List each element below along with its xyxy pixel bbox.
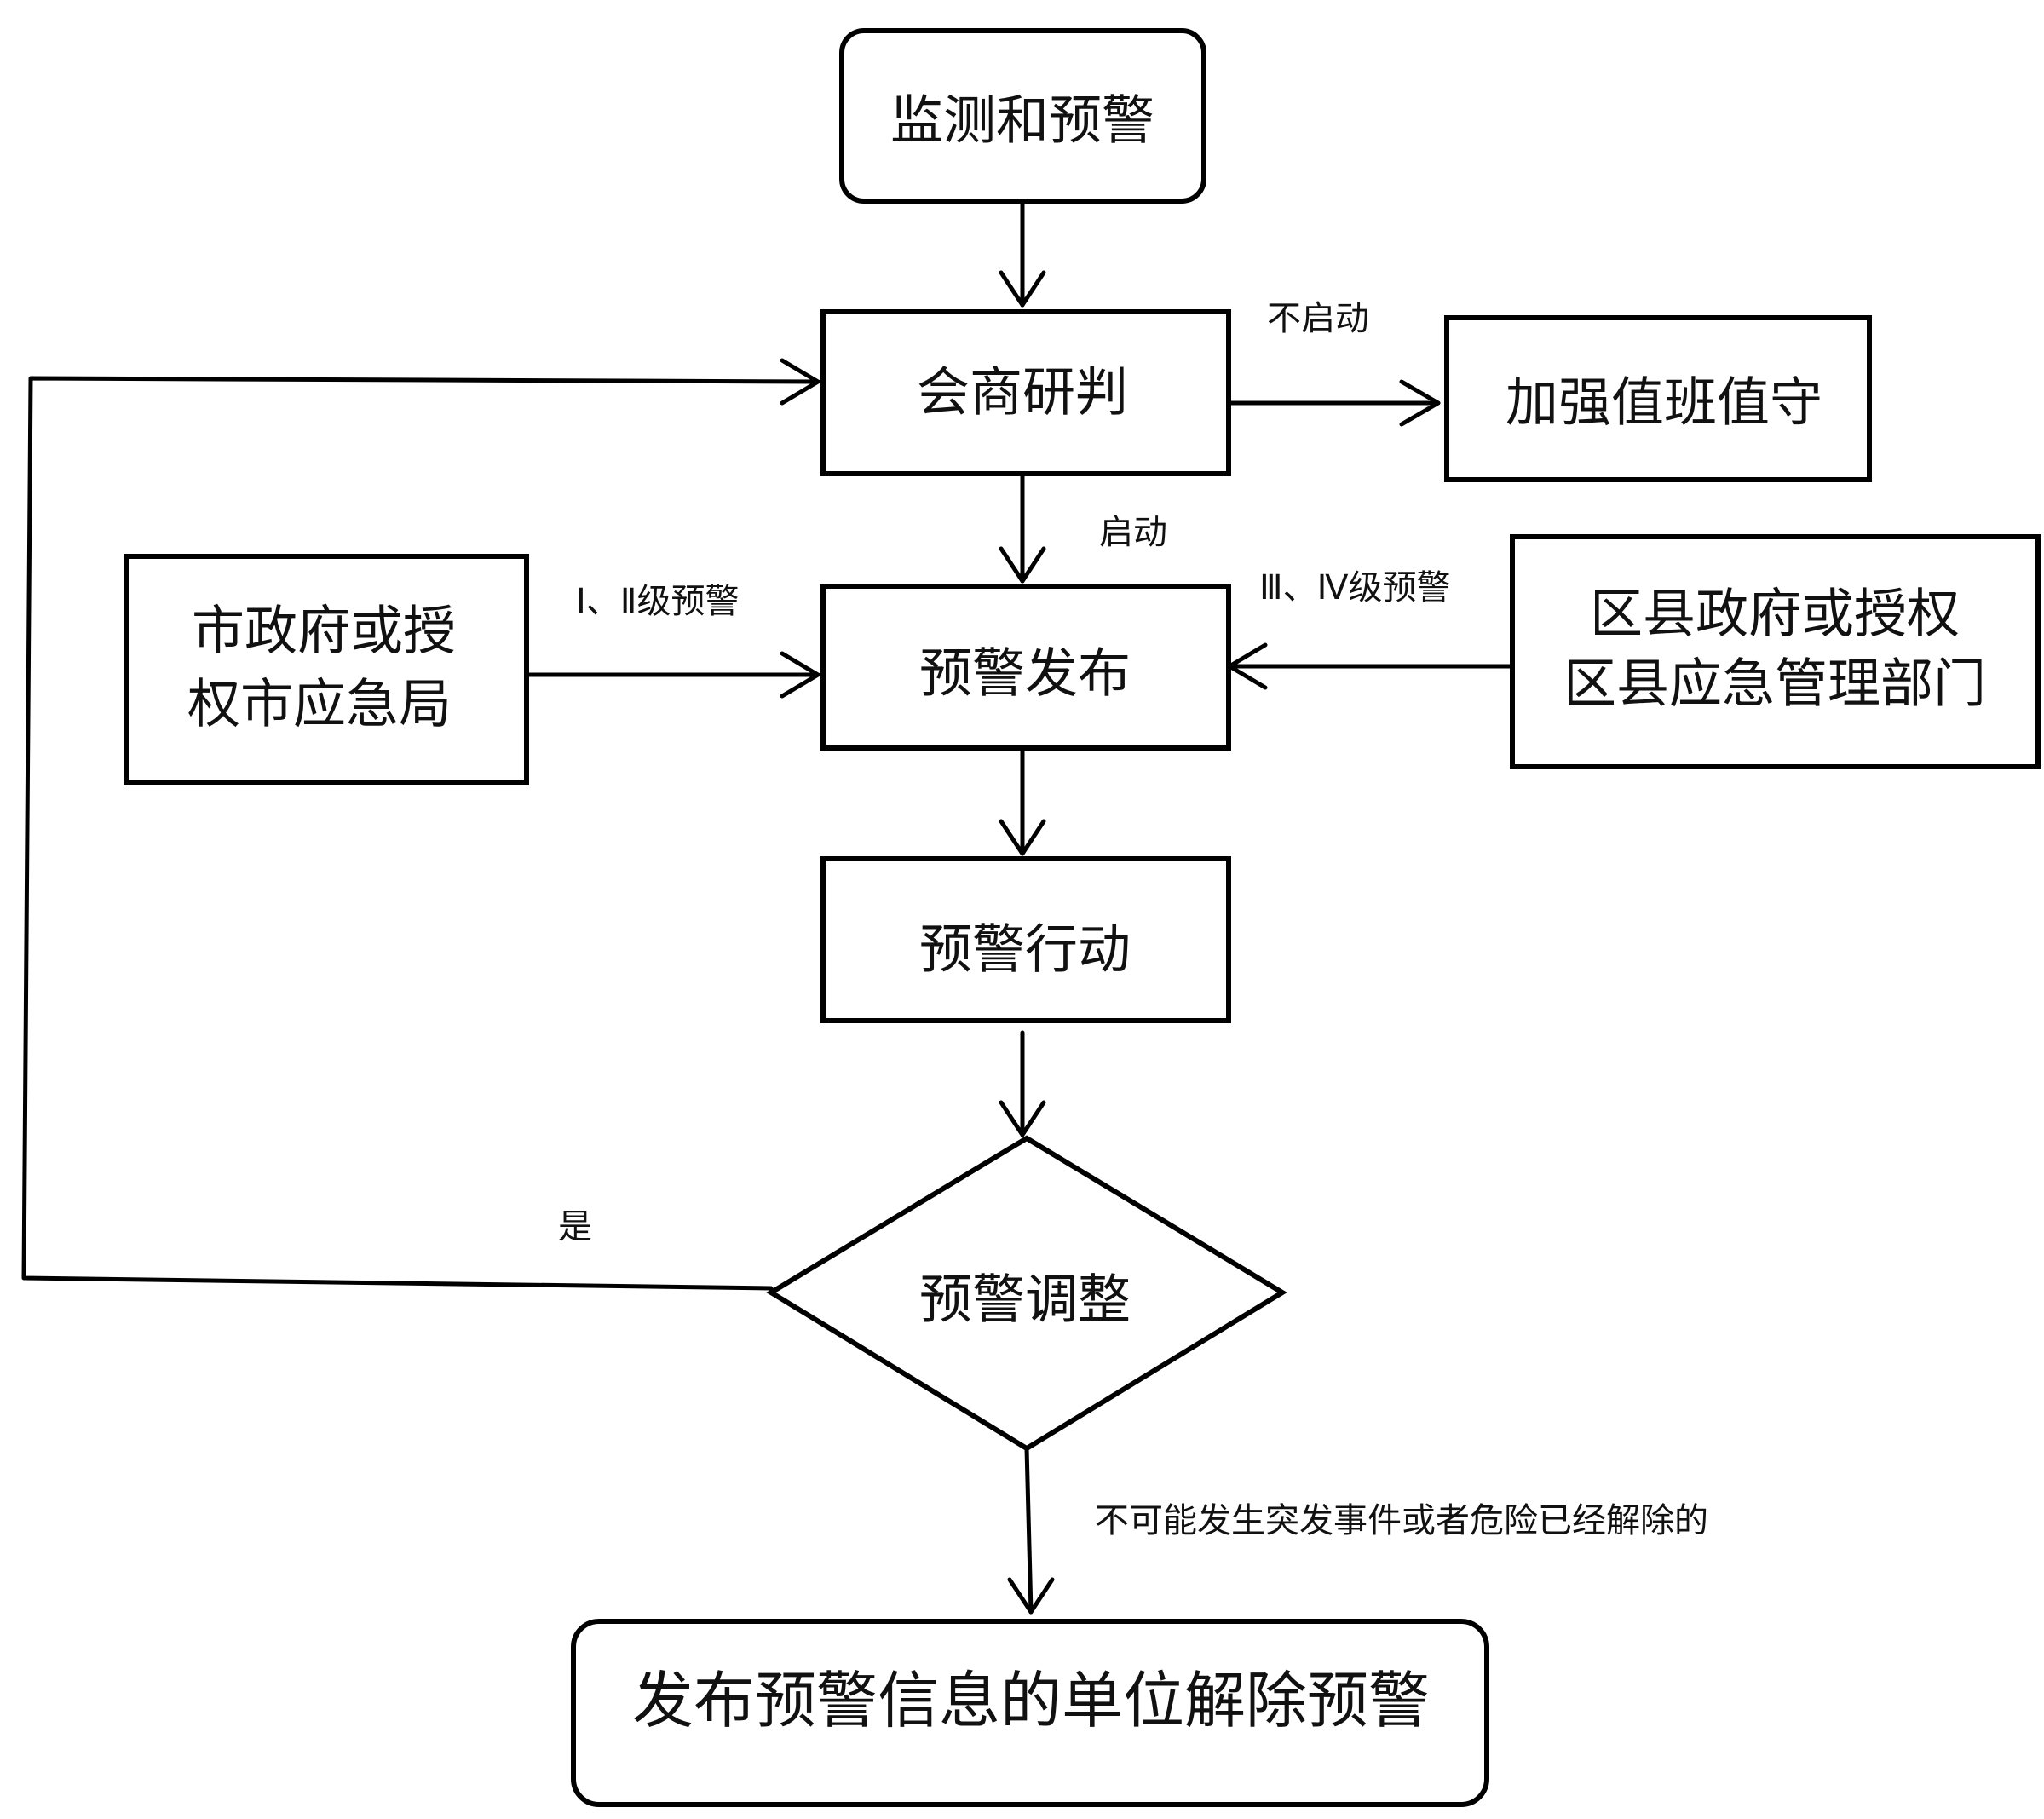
edge-label-level-3-4: Ⅲ、Ⅳ级预警 — [1259, 568, 1451, 607]
node-warning-adjust — [766, 1135, 1287, 1452]
edge-adjust-to-lift — [1024, 1446, 1034, 1615]
node-warning-release-label: 预警发布 — [919, 642, 1131, 705]
edge-label-yes: 是 — [558, 1207, 592, 1246]
node-consultation-label: 会商研判 — [917, 361, 1128, 423]
node-district-gov — [1510, 534, 2041, 769]
node-district-gov-label-line2: 区县应急管理部门 — [1563, 653, 1986, 715]
arrowhead-action-top — [999, 819, 1046, 856]
arrowhead-release-left — [780, 651, 820, 699]
node-consultation — [820, 309, 1231, 476]
edge-label-level-1-2: Ⅰ、Ⅱ级预警 — [576, 582, 739, 621]
node-district-gov-label-line1: 区县政府或授权 — [1590, 583, 1960, 645]
node-warning-release — [820, 584, 1231, 751]
node-warning-action — [820, 856, 1231, 1023]
edge-label-start: 启动 — [1099, 513, 1167, 552]
edge-label-condition: 不可能发生突发事件或者危险已经解除的 — [1095, 1501, 1708, 1540]
node-strengthen-duty-label: 加强值班值守 — [1506, 371, 1822, 434]
arrowhead-consultation-left — [780, 358, 820, 406]
arrowhead-release-top — [999, 546, 1046, 584]
node-city-gov-label-line2: 权市应急局 — [187, 673, 452, 735]
node-warning-adjust-label: 预警调整 — [919, 1269, 1131, 1331]
node-city-gov-label-line1: 市政府或授 — [192, 600, 456, 662]
node-strengthen-duty — [1444, 315, 1872, 482]
node-lift-warning — [571, 1619, 1489, 1807]
arrowhead-adjust-top — [999, 1100, 1046, 1137]
edge-adjust-loop-to-consultation — [21, 376, 820, 1291]
node-monitoring-label: 监测和预警 — [890, 89, 1154, 152]
arrowhead-lift-top — [1007, 1577, 1055, 1615]
node-lift-warning-label: 发布预警信息的单位解除预警 — [632, 1665, 1430, 1736]
edge-label-not-start: 不启动 — [1267, 299, 1369, 338]
node-monitoring — [839, 28, 1206, 204]
node-city-gov — [124, 554, 529, 785]
node-warning-action-label: 预警行动 — [919, 918, 1131, 981]
arrowhead-consultation-top — [999, 270, 1046, 308]
arrowhead-duty-left — [1399, 379, 1441, 427]
